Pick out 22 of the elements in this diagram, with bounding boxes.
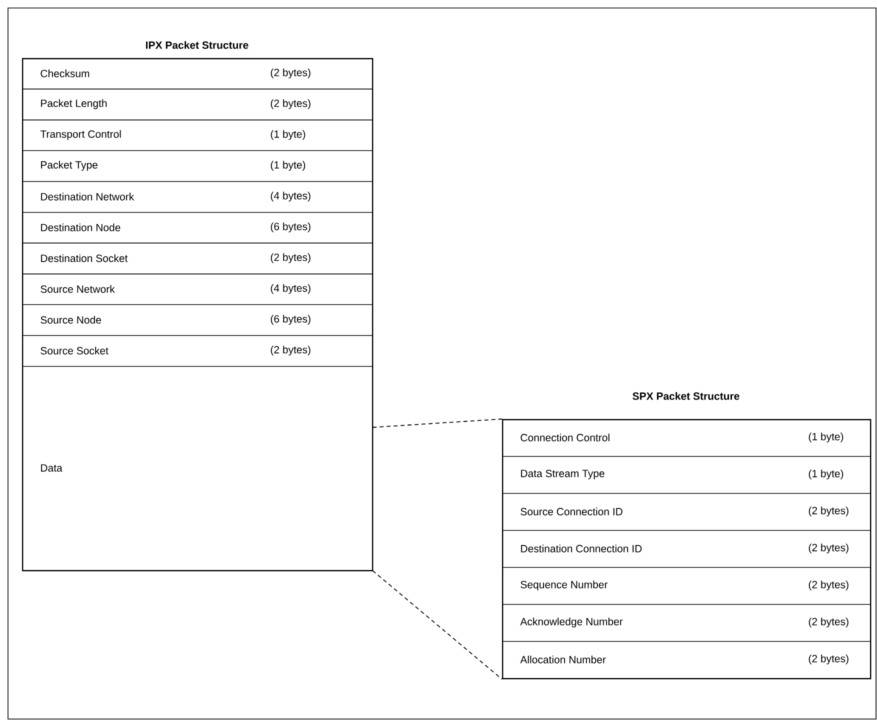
node-label: IPX Packet Structure: [146, 41, 248, 49]
table-row: Packet Length (2 bytes): [22, 88, 373, 120]
table-row: Transport Control (1 byte): [22, 120, 373, 151]
table-row: Destination Network (4 bytes): [22, 181, 373, 213]
table-row: Acknowledge Number (2 bytes): [502, 604, 871, 642]
table-row: Destination Connection ID (2 bytes): [502, 530, 871, 568]
table-row: Source Socket (2 bytes): [22, 335, 373, 367]
table-row: Source Node (6 bytes): [22, 304, 373, 336]
table-row: Data Stream Type (1 byte): [502, 456, 871, 494]
table-row: Source Connection ID (2 bytes): [502, 493, 871, 531]
table-row: Connection Control (1 byte): [502, 419, 871, 457]
node-label: SPX Packet Structure: [632, 392, 740, 400]
dashed-line: [372, 418, 502, 428]
table-row: Destination Socket (2 bytes): [22, 242, 373, 274]
table-row: Sequence Number (2 bytes): [502, 567, 871, 605]
table-row: Checksum (2 bytes): [22, 58, 373, 90]
table-row: Destination Node (6 bytes): [22, 212, 373, 244]
table-row: Allocation Number (2 bytes): [502, 641, 871, 679]
table-row: Data: [22, 366, 373, 571]
table-row: Packet Type (1 byte): [22, 150, 373, 182]
table-row: Source Network (4 bytes): [22, 274, 373, 305]
dashed-line: [372, 570, 502, 680]
